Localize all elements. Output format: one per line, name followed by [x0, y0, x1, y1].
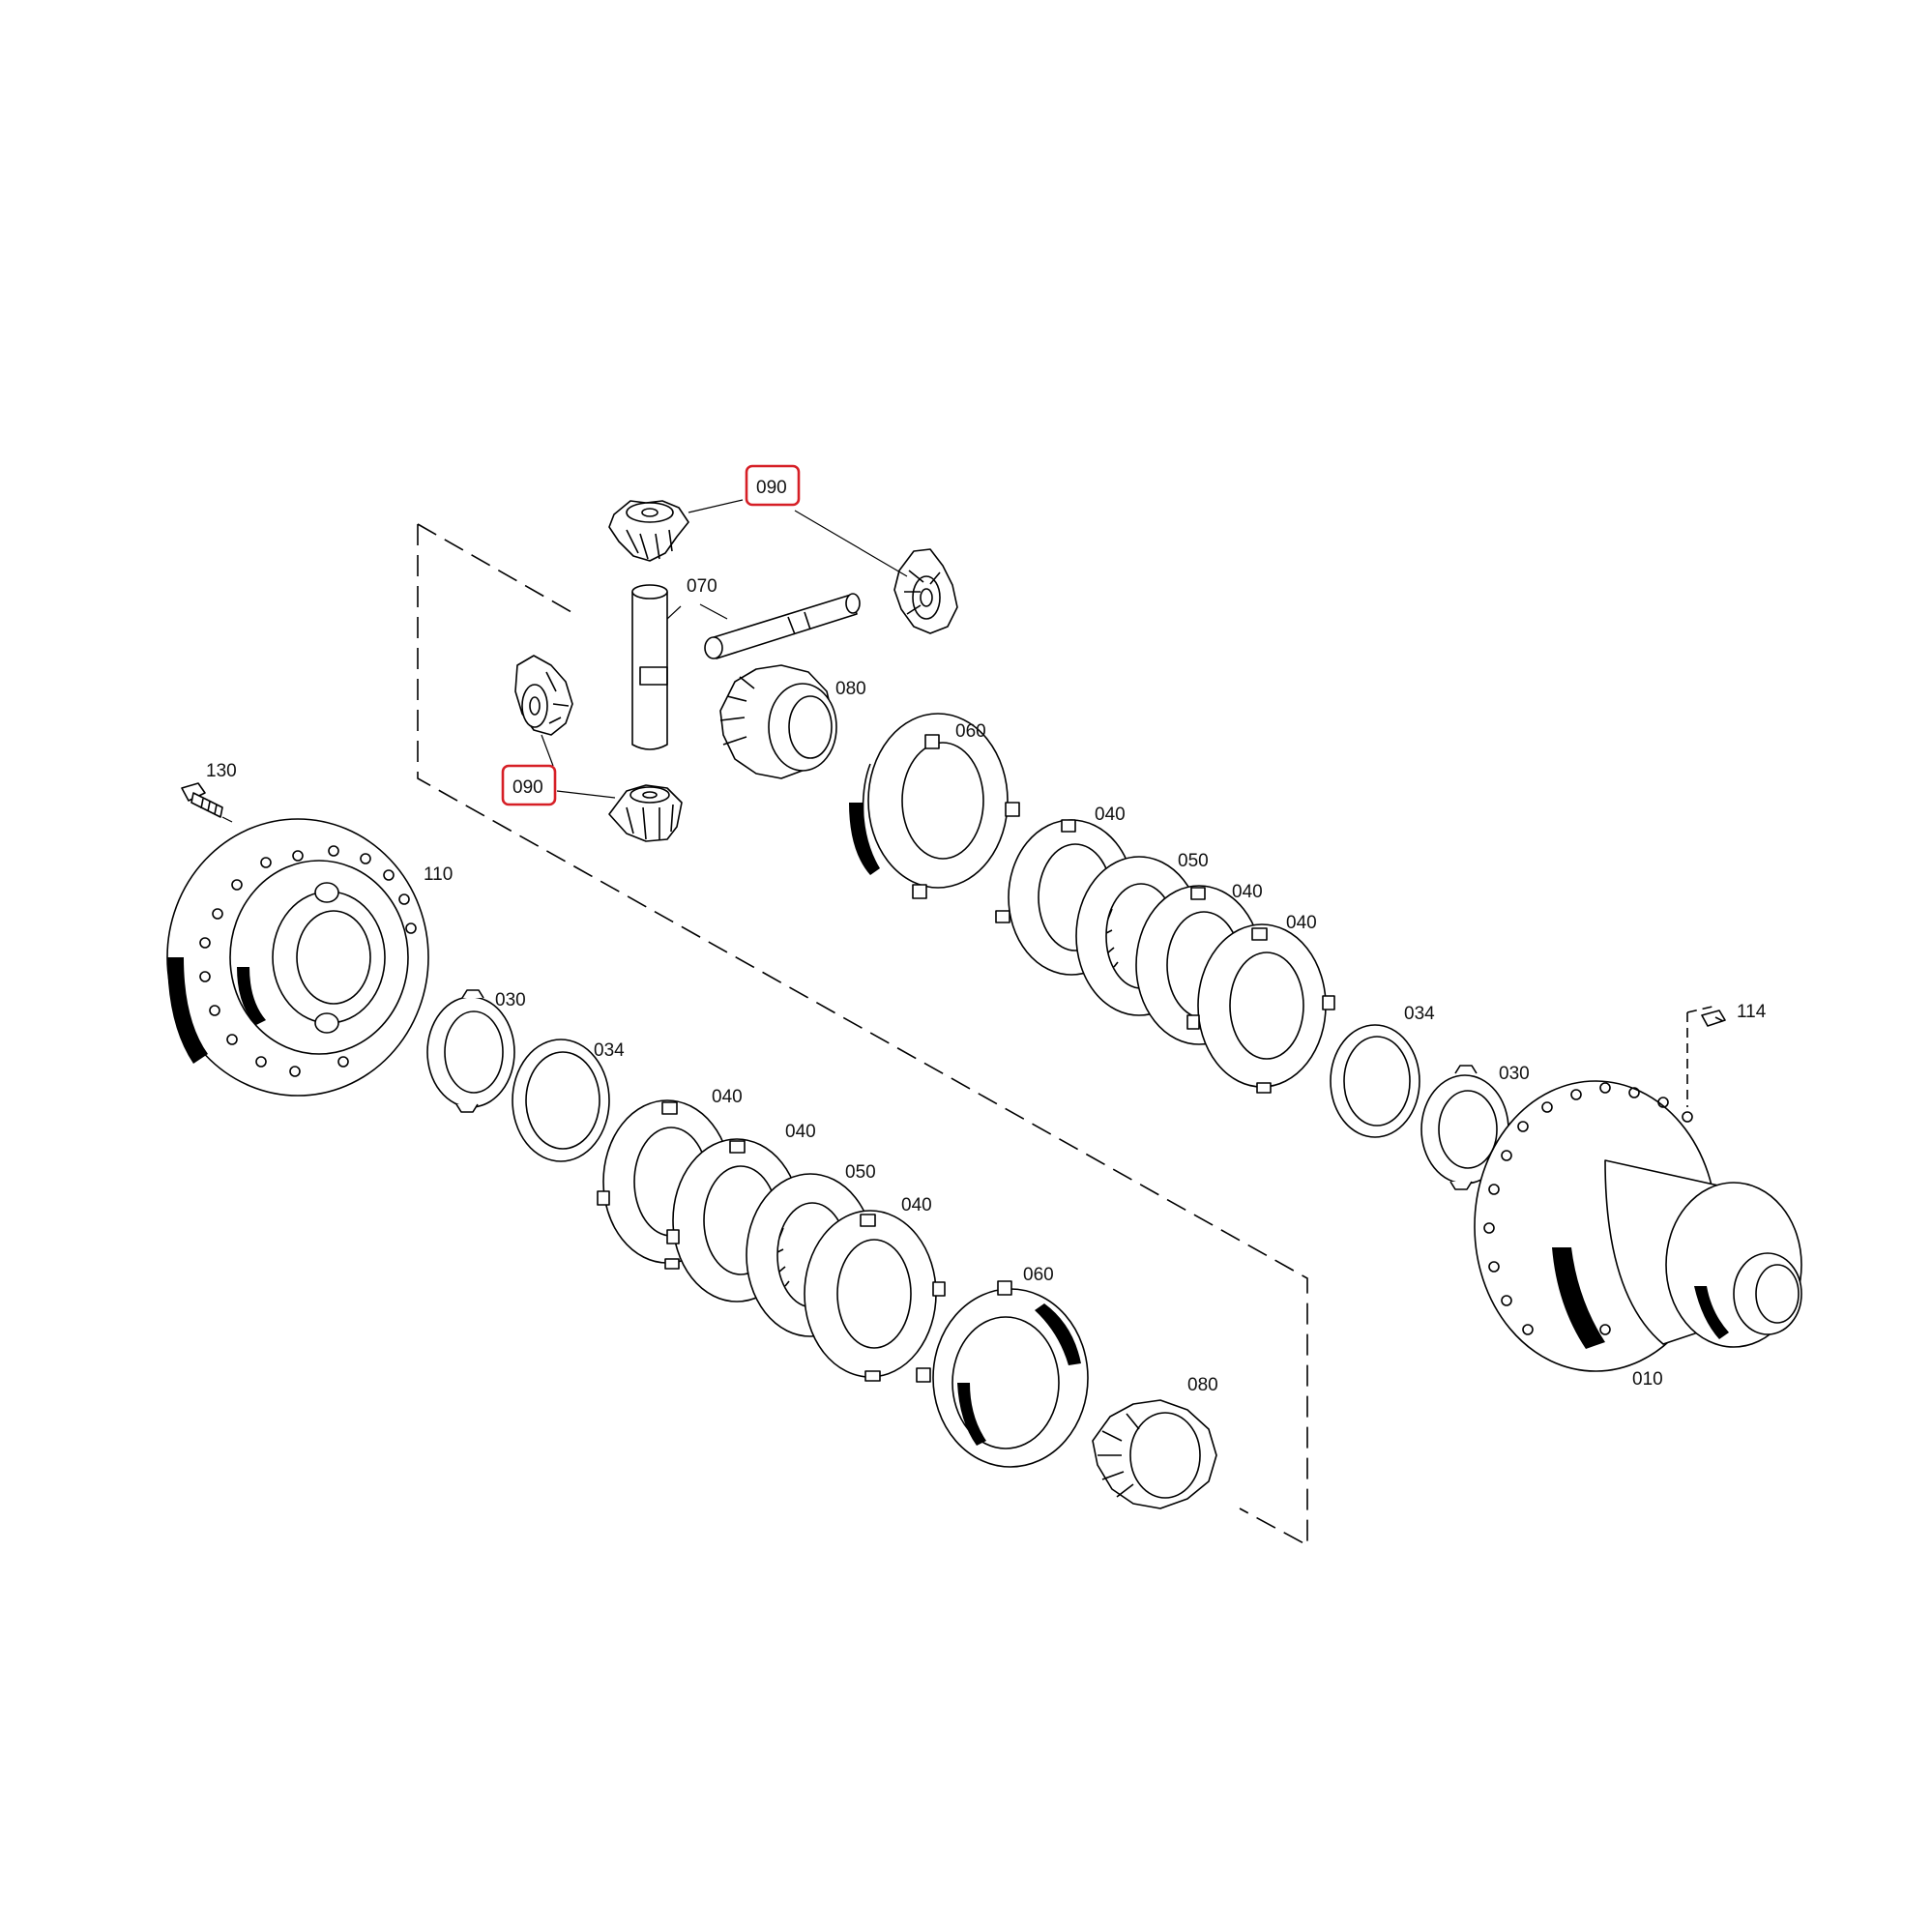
spider-gear-top	[608, 500, 689, 562]
part-label: 114	[1737, 1002, 1767, 1022]
part-label: 090	[756, 478, 787, 498]
part-label: 034	[594, 1040, 625, 1061]
part-label: 030	[1499, 1064, 1530, 1084]
pressure-ring-lower	[916, 1280, 1089, 1468]
part-label: 080	[1187, 1375, 1218, 1395]
highlight-box-090-top	[745, 464, 801, 507]
spider-gear-right	[893, 548, 958, 634]
highlight-box-090-left	[501, 764, 557, 806]
part-label: 030	[495, 990, 526, 1010]
bolt-130	[181, 782, 223, 818]
spider-gear-left	[514, 655, 573, 736]
thrust-washer-upper	[1330, 1024, 1420, 1138]
pressure-ring-upper	[849, 713, 1020, 899]
part-label: 110	[424, 864, 453, 885]
shim-lower	[426, 989, 515, 1113]
housing-bolt-holes	[1483, 1082, 1693, 1335]
flange-half-110	[166, 818, 429, 1097]
cross-pin-vertical	[631, 584, 668, 750]
part-label: 050	[845, 1162, 876, 1183]
part-label: 060	[955, 721, 986, 742]
clutch-disc-lower-4	[804, 1210, 946, 1382]
part-label: 080	[835, 679, 866, 699]
spider-gear-bottom	[608, 784, 683, 842]
part-label: 040	[712, 1087, 743, 1107]
part-label: 070	[687, 576, 717, 597]
cross-shaft-diagonal	[704, 593, 861, 659]
part-label: 040	[901, 1195, 932, 1215]
clutch-disc-upper-4	[1186, 923, 1335, 1094]
side-gear-upper	[719, 664, 837, 779]
shim-upper	[1420, 1065, 1509, 1190]
part-label: 034	[1404, 1004, 1435, 1024]
assembly-boundary	[417, 523, 1308, 1547]
part-label: 040	[1286, 913, 1317, 933]
part-label: 060	[1023, 1265, 1054, 1285]
part-label: 130	[206, 761, 237, 781]
flange-bolt-holes	[199, 845, 417, 1077]
bolt-guide-114	[1686, 1005, 1717, 1107]
part-label: 040	[1232, 882, 1263, 902]
part-label: 090	[512, 777, 543, 798]
side-gear-lower	[1092, 1399, 1217, 1509]
thrust-washer-lower	[512, 1039, 610, 1162]
part-label: 040	[1095, 805, 1126, 825]
part-label: 050	[1178, 851, 1209, 871]
differential-housing-010	[1474, 1080, 1802, 1372]
leader-lines	[221, 499, 908, 823]
part-label: 010	[1632, 1369, 1663, 1390]
part-label: 040	[785, 1122, 816, 1142]
bolt-114	[1701, 1010, 1726, 1027]
